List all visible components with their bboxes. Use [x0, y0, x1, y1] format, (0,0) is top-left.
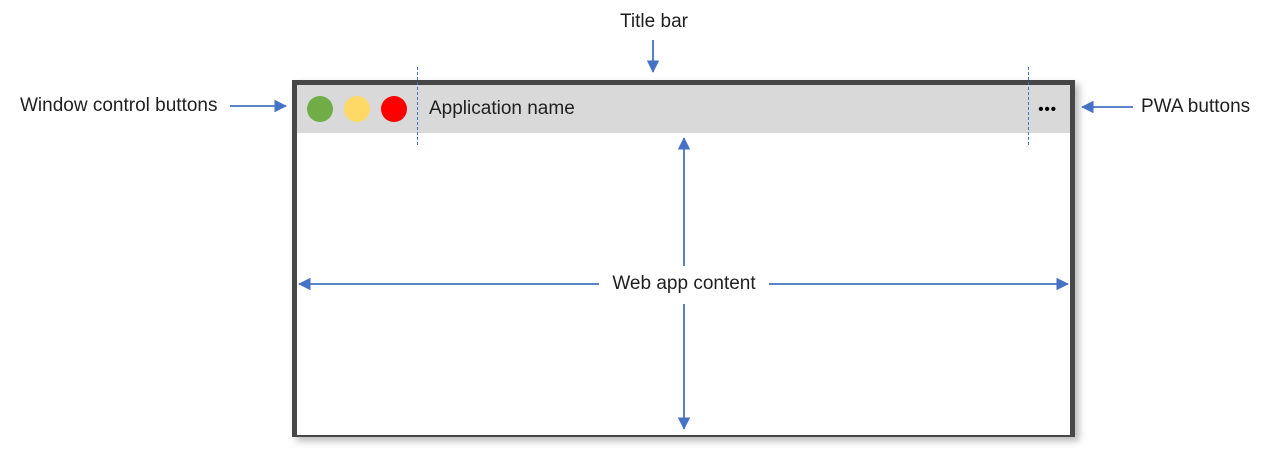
title-bar: Application name ••• — [297, 85, 1070, 133]
ellipsis-icon: ••• — [1038, 100, 1057, 118]
app-window: Application name ••• — [292, 80, 1075, 437]
left-divider-dashed-line — [417, 67, 418, 145]
window-control-buttons — [307, 96, 407, 122]
pwa-buttons-label: PWA buttons — [1141, 96, 1251, 117]
application-name: Application name — [429, 98, 575, 119]
window-controls-label: Window control buttons — [20, 95, 218, 116]
window-control-red-icon — [381, 96, 407, 122]
window-control-green-icon — [307, 96, 333, 122]
title-bar-label: Title bar — [620, 11, 688, 32]
right-divider-dashed-line — [1028, 67, 1029, 145]
web-app-content-label: Web app content — [612, 273, 756, 294]
window-control-yellow-icon — [344, 96, 370, 122]
